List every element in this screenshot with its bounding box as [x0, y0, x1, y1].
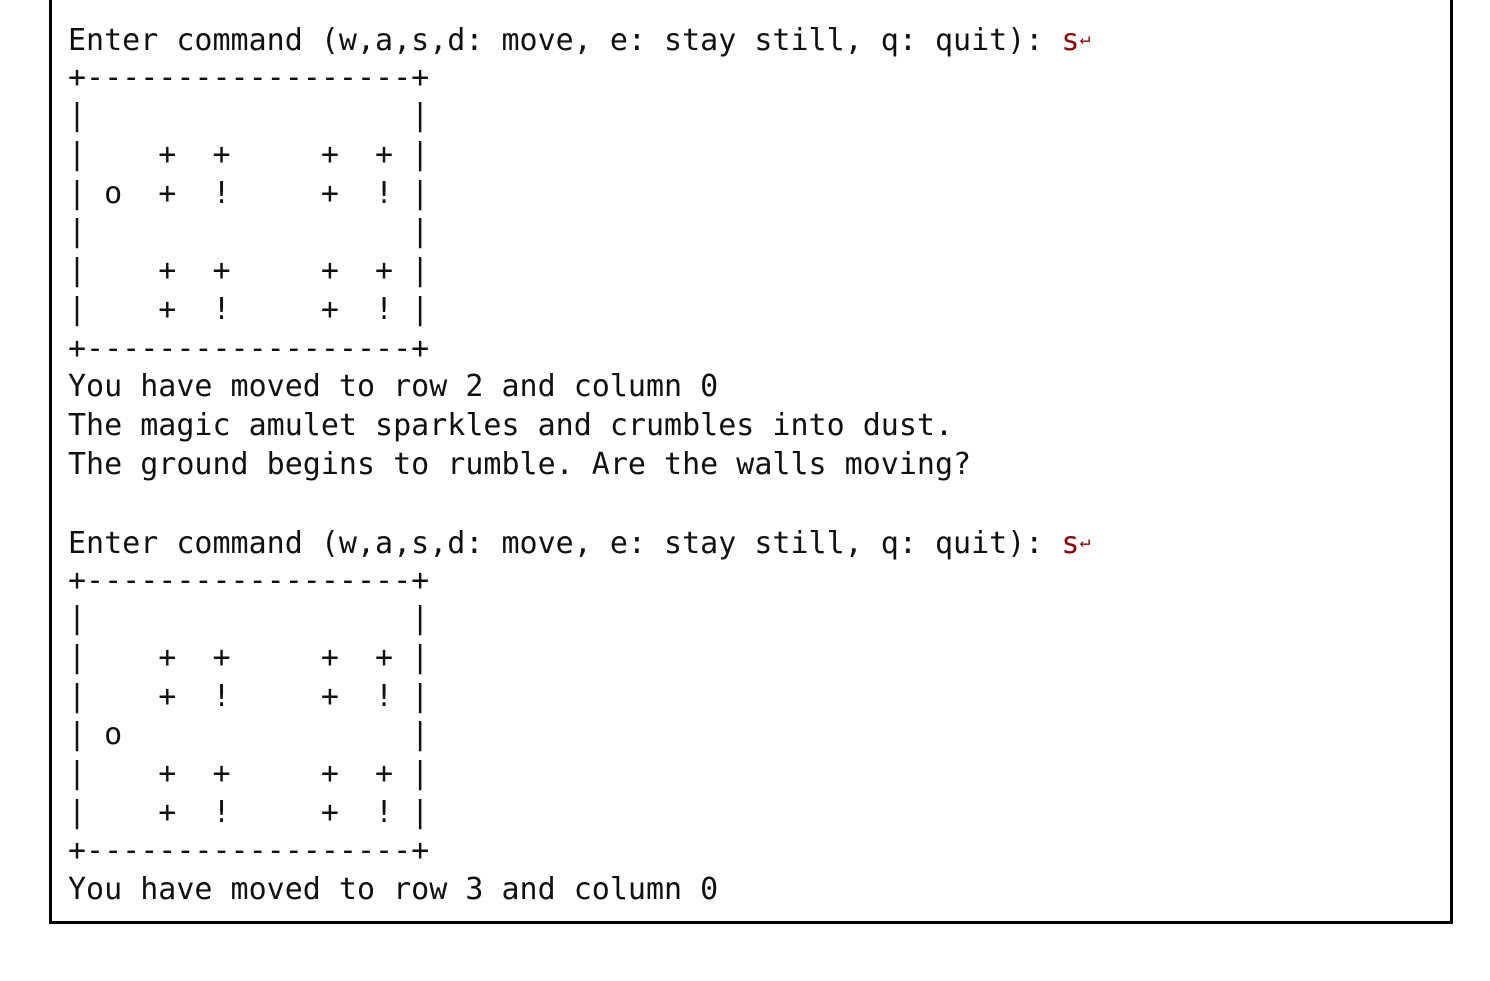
game-map: +------------------+ | | | + + + + | | +…	[68, 562, 1090, 872]
enter-key-icon: ↵	[1079, 530, 1091, 552]
command-prompt-line: Enter command (w,a,s,d: move, e: stay st…	[68, 523, 1090, 562]
command-prompt-line: Enter command (w,a,s,d: move, e: stay st…	[68, 20, 1090, 59]
status-message: You have moved to row 2 and column 0	[68, 369, 719, 405]
map-row: +------------------+	[68, 833, 430, 869]
typed-command: s	[1061, 23, 1080, 58]
map-row: | + ! + ! |	[68, 678, 430, 714]
map-row: | + + + + |	[68, 253, 430, 289]
map-row: | o |	[68, 717, 430, 753]
status-message: The magic amulet sparkles and crumbles i…	[68, 407, 954, 443]
typed-command: s	[1061, 525, 1080, 561]
map-row: +------------------+	[68, 59, 430, 95]
game-map: +------------------+ | | | + + + + | | o…	[68, 59, 1090, 369]
map-row: | |	[68, 601, 430, 637]
map-row: | + + + + |	[68, 137, 430, 173]
enter-key-icon: ↵	[1079, 28, 1091, 49]
terminal-text: Enter command (w,a,s,d: move, e: stay st…	[68, 20, 1090, 910]
status-message: The ground begins to rumble. Are the wal…	[68, 446, 972, 482]
map-row: | + ! + ! |	[68, 794, 430, 830]
prompt-text: Enter command (w,a,s,d: move, e: stay st…	[68, 525, 1062, 561]
map-row: +------------------+	[68, 330, 430, 366]
map-row: | + ! + ! |	[68, 291, 430, 327]
terminal-output: Enter command (w,a,s,d: move, e: stay st…	[49, 0, 1453, 924]
map-row: | |	[68, 98, 430, 134]
map-row: | + + + + |	[68, 640, 430, 675]
map-row: | |	[68, 214, 430, 250]
prompt-text: Enter command (w,a,s,d: move, e: stay st…	[68, 23, 1062, 58]
map-row: | o + ! + ! |	[68, 175, 430, 211]
map-row: | + + + + |	[68, 756, 430, 792]
status-message: You have moved to row 3 and column 0	[68, 872, 719, 908]
blank-line	[68, 484, 1090, 523]
map-row: +------------------+	[68, 562, 430, 598]
